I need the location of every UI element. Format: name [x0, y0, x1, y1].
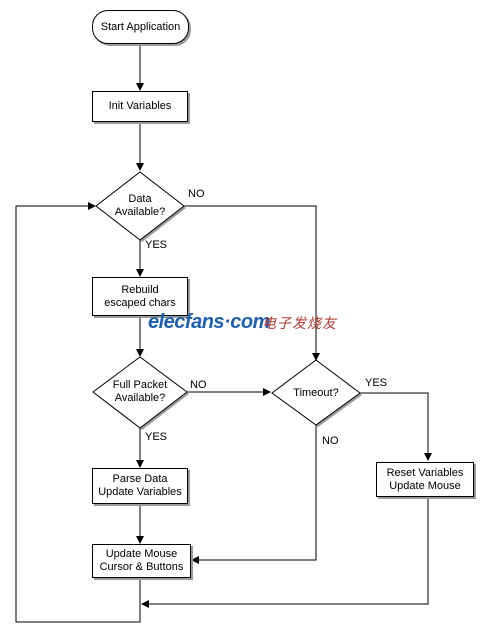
edge-timeout-yes — [360, 392, 432, 461]
rebuild-line2: escaped chars — [104, 296, 176, 309]
edge-data-no — [184, 205, 320, 361]
decision-timeout — [271, 359, 361, 426]
rebuild-line1: Rebuild — [121, 283, 159, 296]
data-yes-label: YES — [145, 239, 168, 251]
watermark-logo: elecfans·com — [148, 311, 270, 334]
timeout-text: Timeout? — [286, 387, 346, 400]
timeout-no-label: NO — [322, 435, 339, 447]
rebuild-node: Rebuild escaped chars — [92, 277, 188, 316]
edge-timeout-no — [191, 425, 317, 564]
data-available-text: Data Available? — [108, 193, 172, 219]
watermark-brand: elecfans — [148, 311, 225, 333]
update-mouse-node: Update Mouse Cursor & Buttons — [92, 544, 191, 578]
full-packet-text: Full Packet Available? — [104, 379, 176, 405]
reset-variables-node: Reset Variables Update Mouse — [376, 462, 474, 497]
edge-reset-join — [141, 497, 429, 608]
reset-line2: Update Mouse — [389, 479, 461, 492]
timeout-yes-label: YES — [365, 377, 388, 389]
full-packet-line2: Available? — [114, 392, 166, 404]
update-mouse-line1: Update Mouse — [105, 548, 178, 560]
data-available-line2: Available? — [114, 206, 166, 218]
start-label: Start Application — [100, 20, 181, 33]
packet-no-label: NO — [190, 379, 207, 391]
packet-yes-label: YES — [145, 431, 168, 443]
parse-data-node: Parse Data Update Variables — [92, 468, 188, 504]
parse-line2: Update Variables — [98, 486, 182, 498]
watermark-domain: ·com — [224, 311, 270, 333]
watermark-chinese: 电子发烧友 — [262, 316, 337, 332]
data-available-line1: Data — [128, 193, 152, 205]
full-packet-line1: Full Packet — [112, 379, 168, 391]
edge-loop-back — [15, 202, 141, 623]
update-mouse-line2: Cursor & Buttons — [99, 561, 184, 573]
decision-data-available — [95, 171, 185, 241]
decision-full-packet — [92, 356, 188, 429]
timeout-label: Timeout? — [293, 387, 339, 399]
start-node: Start Application — [92, 10, 189, 44]
data-no-label: NO — [188, 188, 205, 200]
parse-line1: Parse Data — [112, 473, 168, 485]
init-variables-node: Init Variables — [92, 91, 188, 122]
reset-line1: Reset Variables — [386, 466, 464, 479]
init-label: Init Variables — [108, 100, 172, 112]
